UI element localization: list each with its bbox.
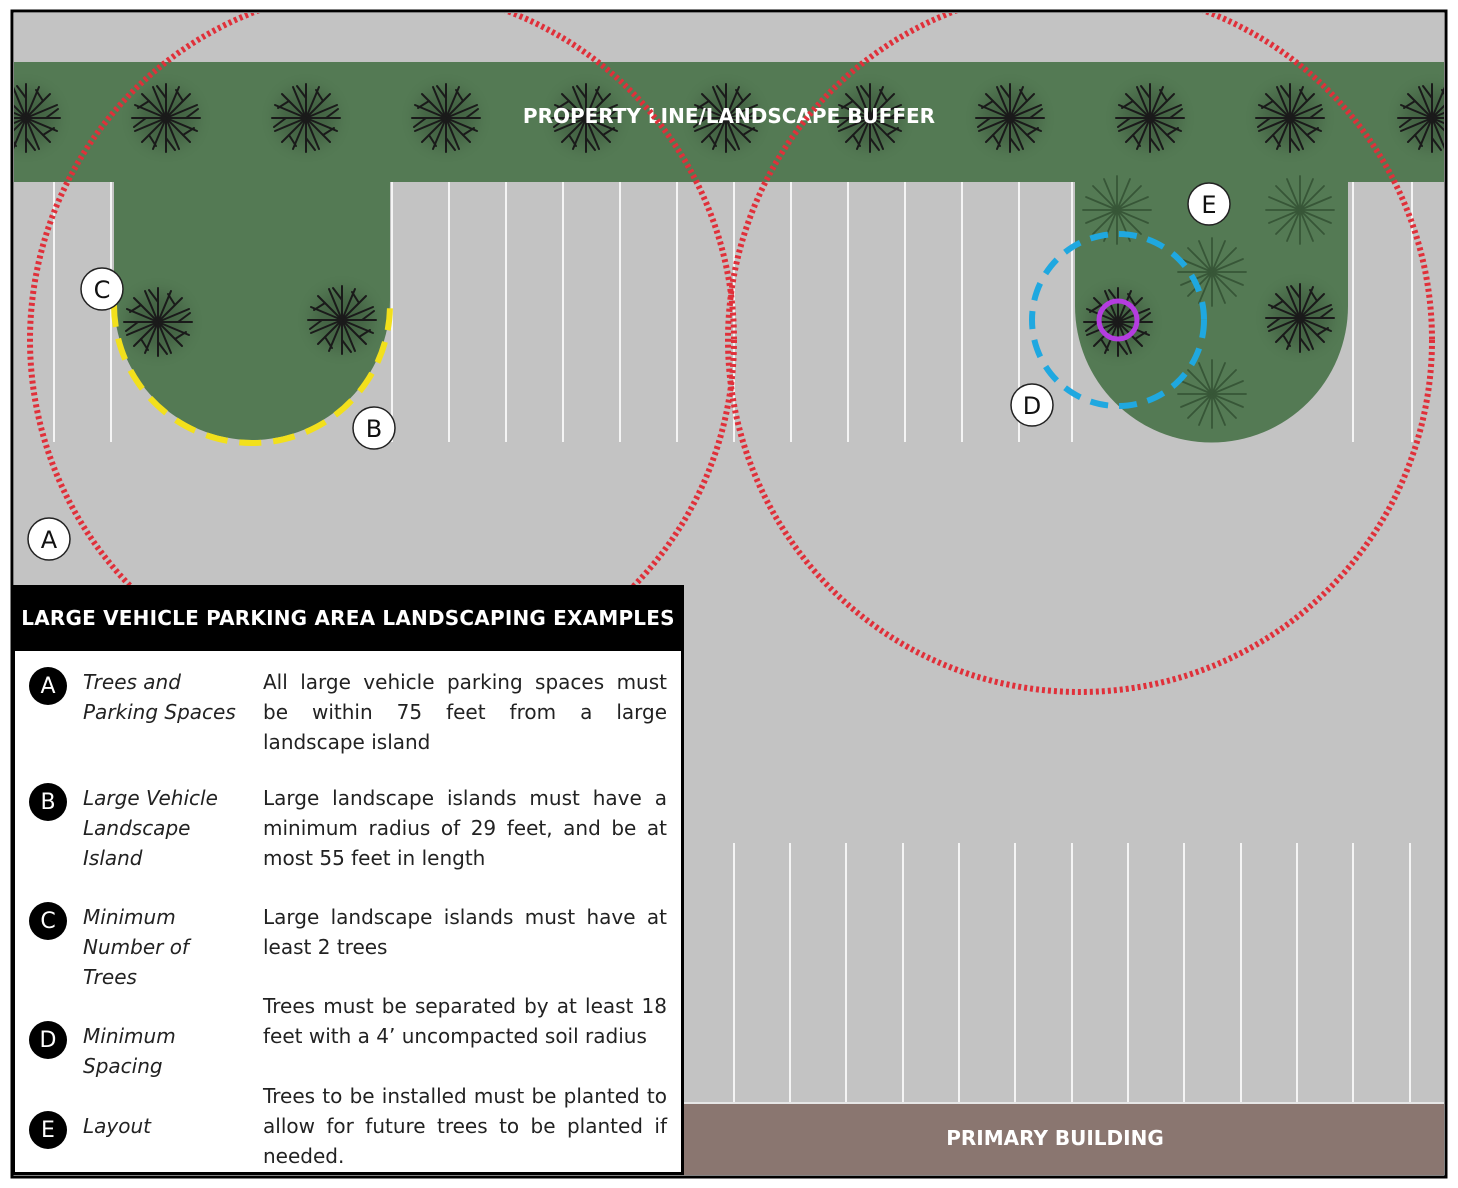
marker-a: A: [27, 517, 71, 561]
legend-term-d: Minimum Spacing: [83, 1024, 176, 1078]
legend-key-e: E: [29, 1111, 67, 1149]
marker-b: B: [352, 406, 396, 450]
island-edge-highlight: [111, 304, 393, 446]
svg-text:D: D: [1023, 392, 1041, 420]
legend-key-c: C: [29, 902, 67, 940]
parking-lines-bottom: [733, 843, 1411, 1102]
legend-title: LARGE VEHICLE PARKING AREA LANDSCAPING E…: [15, 585, 681, 651]
legend-desc-c: Large landscape islands must have at lea…: [263, 905, 667, 959]
marker-d: D: [1010, 383, 1054, 427]
legend-key-b: B: [29, 783, 67, 821]
radius-circle-right: [725, 13, 1435, 695]
legend-term-b: Large Vehicle Landscape Island: [83, 786, 218, 870]
parking-lines-top: [53, 182, 1413, 442]
svg-text:B: B: [366, 415, 382, 443]
marker-e: E: [1187, 182, 1231, 226]
legend-desc-b: Large landscape islands must have a mini…: [263, 786, 667, 870]
landscape-island-right: [1075, 182, 1348, 443]
legend-term-e: Layout: [83, 1114, 151, 1138]
legend-key-d: D: [29, 1021, 67, 1059]
soil-radius-circle: [1096, 298, 1140, 342]
marker-c: C: [80, 267, 124, 311]
legend-desc-d: Trees must be separated by at least 18 f…: [263, 994, 667, 1048]
legend-desc-a: All large vehicle parking spaces must be…: [263, 670, 667, 754]
buffer-label: PROPERTY LINE/LANDSCAPE BUFFER: [523, 104, 935, 128]
legend-key-a: A: [29, 667, 67, 705]
primary-building: [684, 1102, 1444, 1175]
building-label: PRIMARY BUILDING: [946, 1126, 1164, 1150]
landscape-island-left: [114, 182, 390, 440]
svg-text:A: A: [41, 526, 58, 554]
legend-term-c: Minimum Number of Trees: [83, 905, 189, 989]
svg-text:E: E: [1201, 191, 1216, 219]
legend-term-a: Trees and Parking Spaces: [83, 670, 236, 724]
spacing-circle: [1029, 231, 1207, 409]
legend-desc-e: Trees to be installed must be planted to…: [263, 1084, 667, 1168]
legend-panel: LARGE VEHICLE PARKING AREA LANDSCAPING E…: [12, 585, 684, 1175]
svg-text:C: C: [94, 276, 111, 304]
